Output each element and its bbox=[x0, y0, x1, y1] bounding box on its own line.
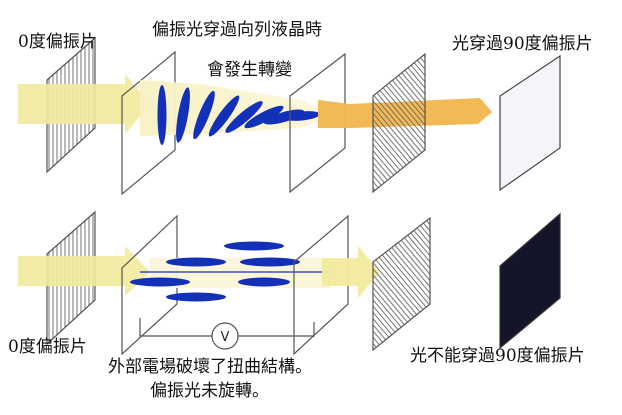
lc-molecule bbox=[130, 277, 190, 287]
label-light-blocked: 光不能穿過90度偏振片 bbox=[410, 346, 585, 366]
lc-molecule bbox=[208, 95, 240, 137]
glass-plate-bottom-2 bbox=[293, 214, 349, 356]
lc-molecule bbox=[166, 257, 226, 267]
lc-molecules-twisted bbox=[157, 85, 320, 145]
label-polarizer-0-bottom: 0度偏振片 bbox=[8, 337, 87, 357]
lc-molecule bbox=[238, 277, 290, 287]
lc-molecules-aligned bbox=[130, 241, 300, 302]
yellow-light-beam-top bbox=[18, 74, 150, 134]
polarizer-90-deg-top bbox=[372, 52, 426, 194]
label-field-title: 外部電場破壞了扭曲結構。 bbox=[108, 357, 312, 377]
label-field-subtitle: 偏振光未旋轉。 bbox=[150, 381, 269, 401]
lc-molecule bbox=[284, 111, 320, 121]
lc-molecule bbox=[244, 105, 284, 129]
lc-molecule bbox=[240, 257, 300, 267]
dark-screen bbox=[499, 212, 561, 350]
external-circuit bbox=[139, 318, 315, 337]
glass-plate-top-1 bbox=[121, 50, 176, 196]
lc-molecule bbox=[224, 241, 284, 251]
glass-plate-top-2 bbox=[289, 52, 346, 194]
label-light-passes: 光穿過90度偏振片 bbox=[452, 34, 593, 54]
lc-molecule bbox=[157, 85, 167, 145]
lc-molecule bbox=[225, 101, 263, 133]
voltmeter: V bbox=[211, 322, 239, 350]
lc-molecule bbox=[193, 90, 215, 140]
lc-molecule bbox=[166, 292, 226, 302]
label-lc-title: 偏振光穿過向列液晶時 bbox=[152, 20, 322, 40]
glass-plate-bottom-1 bbox=[121, 214, 178, 356]
lc-molecule bbox=[176, 87, 190, 143]
yellow-output-arrow bbox=[322, 246, 380, 298]
label-lc-subtitle: 會發生轉變 bbox=[207, 60, 292, 80]
bright-screen bbox=[499, 54, 561, 192]
label-polarizer-0-top: 0度偏振片 bbox=[18, 32, 97, 52]
yellow-light-beam-bottom bbox=[18, 246, 150, 296]
voltmeter-symbol: V bbox=[221, 330, 230, 345]
polarizer-90-deg-bottom bbox=[372, 216, 431, 352]
